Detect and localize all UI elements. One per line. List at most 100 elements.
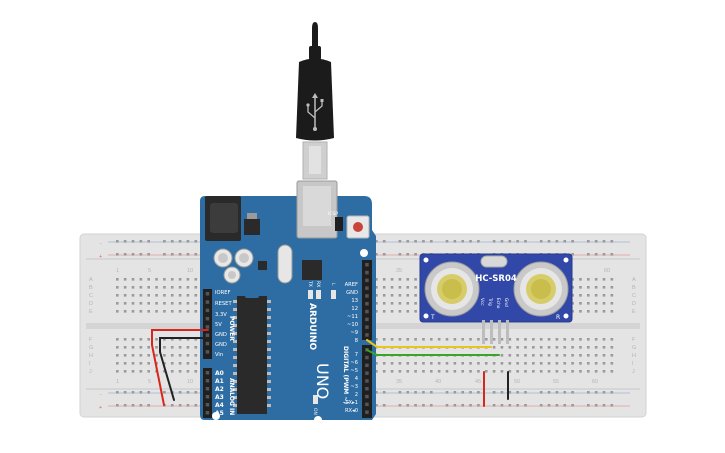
breadboard-hole[interactable]	[155, 286, 158, 289]
breadboard-hole[interactable]	[602, 404, 606, 407]
breadboard-hole[interactable]	[186, 370, 190, 373]
header-socket[interactable]	[205, 308, 210, 313]
breadboard-hole[interactable]	[116, 294, 119, 297]
breadboard-hole[interactable]	[461, 338, 464, 341]
breadboard-hole[interactable]	[406, 338, 410, 341]
breadboard-hole[interactable]	[571, 391, 574, 394]
breadboard-hole[interactable]	[186, 286, 190, 289]
breadboard-hole[interactable]	[422, 338, 425, 341]
breadboard-hole[interactable]	[500, 338, 504, 341]
arduino-uno-board[interactable]: IOREF RESET 3.3V 5V GND GND Vin POWER A0…	[200, 180, 376, 424]
breadboard-hole[interactable]	[602, 253, 606, 256]
breadboard-hole[interactable]	[579, 294, 582, 297]
breadboard-hole[interactable]	[186, 362, 190, 365]
breadboard-hole[interactable]	[571, 362, 574, 365]
breadboard-hole[interactable]	[484, 338, 488, 341]
breadboard-hole[interactable]	[430, 338, 433, 341]
breadboard-hole[interactable]	[390, 338, 394, 341]
breadboard-hole[interactable]	[155, 278, 158, 281]
power-header[interactable]	[203, 289, 212, 359]
breadboard-hole[interactable]	[579, 310, 582, 313]
breadboard-hole[interactable]	[139, 278, 143, 281]
breadboard-hole[interactable]	[587, 404, 590, 407]
header-socket[interactable]	[205, 316, 210, 321]
breadboard-hole[interactable]	[131, 286, 135, 289]
breadboard-hole[interactable]	[139, 354, 143, 357]
breadboard-hole[interactable]	[555, 362, 559, 365]
breadboard-hole[interactable]	[194, 404, 198, 407]
breadboard-hole[interactable]	[422, 404, 425, 407]
breadboard-hole[interactable]	[170, 354, 174, 357]
breadboard-hole[interactable]	[131, 346, 135, 349]
breadboard-hole[interactable]	[163, 286, 166, 289]
breadboard-hole[interactable]	[477, 370, 480, 373]
breadboard-hole[interactable]	[422, 362, 425, 365]
header-socket[interactable]	[205, 395, 210, 399]
breadboard-hole[interactable]	[571, 346, 574, 349]
breadboard-hole[interactable]	[602, 362, 606, 365]
breadboard-hole[interactable]	[555, 391, 559, 394]
breadboard-hole[interactable]	[155, 294, 158, 297]
breadboard-hole[interactable]	[610, 338, 614, 341]
breadboard-hole[interactable]	[163, 354, 166, 357]
header-socket[interactable]	[205, 300, 210, 304]
breadboard-hole[interactable]	[555, 338, 559, 341]
breadboard-hole[interactable]	[194, 310, 198, 313]
breadboard-hole[interactable]	[571, 302, 574, 305]
breadboard-hole[interactable]	[131, 404, 135, 407]
breadboard-hole[interactable]	[123, 240, 127, 243]
breadboard-hole[interactable]	[539, 338, 543, 341]
breadboard-hole[interactable]	[492, 362, 496, 365]
breadboard-hole[interactable]	[382, 286, 386, 289]
breadboard-hole[interactable]	[571, 310, 574, 313]
breadboard-hole[interactable]	[430, 370, 433, 373]
breadboard-hole[interactable]	[587, 354, 590, 357]
breadboard-hole[interactable]	[430, 240, 433, 243]
breadboard-hole[interactable]	[406, 302, 410, 305]
breadboard-hole[interactable]	[123, 354, 127, 357]
breadboard-hole[interactable]	[610, 391, 614, 394]
breadboard-hole[interactable]	[131, 294, 135, 297]
breadboard-hole[interactable]	[602, 240, 606, 243]
breadboard-hole[interactable]	[594, 338, 598, 341]
breadboard-hole[interactable]	[602, 354, 606, 357]
breadboard-hole[interactable]	[579, 286, 582, 289]
breadboard-hole[interactable]	[194, 294, 198, 297]
breadboard-hole[interactable]	[398, 370, 402, 373]
breadboard-hole[interactable]	[116, 362, 119, 365]
breadboard-hole[interactable]	[414, 253, 417, 256]
breadboard-hole[interactable]	[398, 253, 402, 256]
breadboard-hole[interactable]	[155, 346, 158, 349]
breadboard-hole[interactable]	[602, 302, 606, 305]
breadboard-hole[interactable]	[579, 278, 582, 281]
breadboard-hole[interactable]	[547, 362, 551, 365]
breadboard-hole[interactable]	[139, 310, 143, 313]
breadboard-hole[interactable]	[139, 362, 143, 365]
breadboard-hole[interactable]	[453, 362, 457, 365]
breadboard-hole[interactable]	[563, 338, 567, 341]
breadboard-hole[interactable]	[398, 338, 402, 341]
sensor-pins[interactable]	[482, 320, 509, 344]
header-socket[interactable]	[205, 292, 210, 296]
breadboard-hole[interactable]	[375, 370, 378, 373]
breadboard-hole[interactable]	[461, 370, 464, 373]
header-socket[interactable]	[365, 270, 369, 275]
header-socket[interactable]	[365, 410, 369, 414]
breadboard-hole[interactable]	[147, 354, 150, 357]
header-socket[interactable]	[365, 302, 369, 306]
breadboard-hole[interactable]	[492, 391, 496, 394]
breadboard-hole[interactable]	[477, 404, 480, 407]
breadboard-hole[interactable]	[610, 240, 614, 243]
header-socket[interactable]	[205, 379, 210, 383]
breadboard-hole[interactable]	[524, 362, 527, 365]
breadboard-hole[interactable]	[508, 404, 512, 407]
breadboard-hole[interactable]	[508, 346, 512, 349]
breadboard-hole[interactable]	[116, 302, 119, 305]
breadboard-hole[interactable]	[194, 286, 198, 289]
breadboard-hole[interactable]	[382, 310, 386, 313]
breadboard-hole[interactable]	[375, 310, 378, 313]
breadboard-hole[interactable]	[500, 391, 504, 394]
breadboard-hole[interactable]	[539, 391, 543, 394]
breadboard-hole[interactable]	[131, 240, 135, 243]
breadboard-hole[interactable]	[524, 346, 527, 349]
